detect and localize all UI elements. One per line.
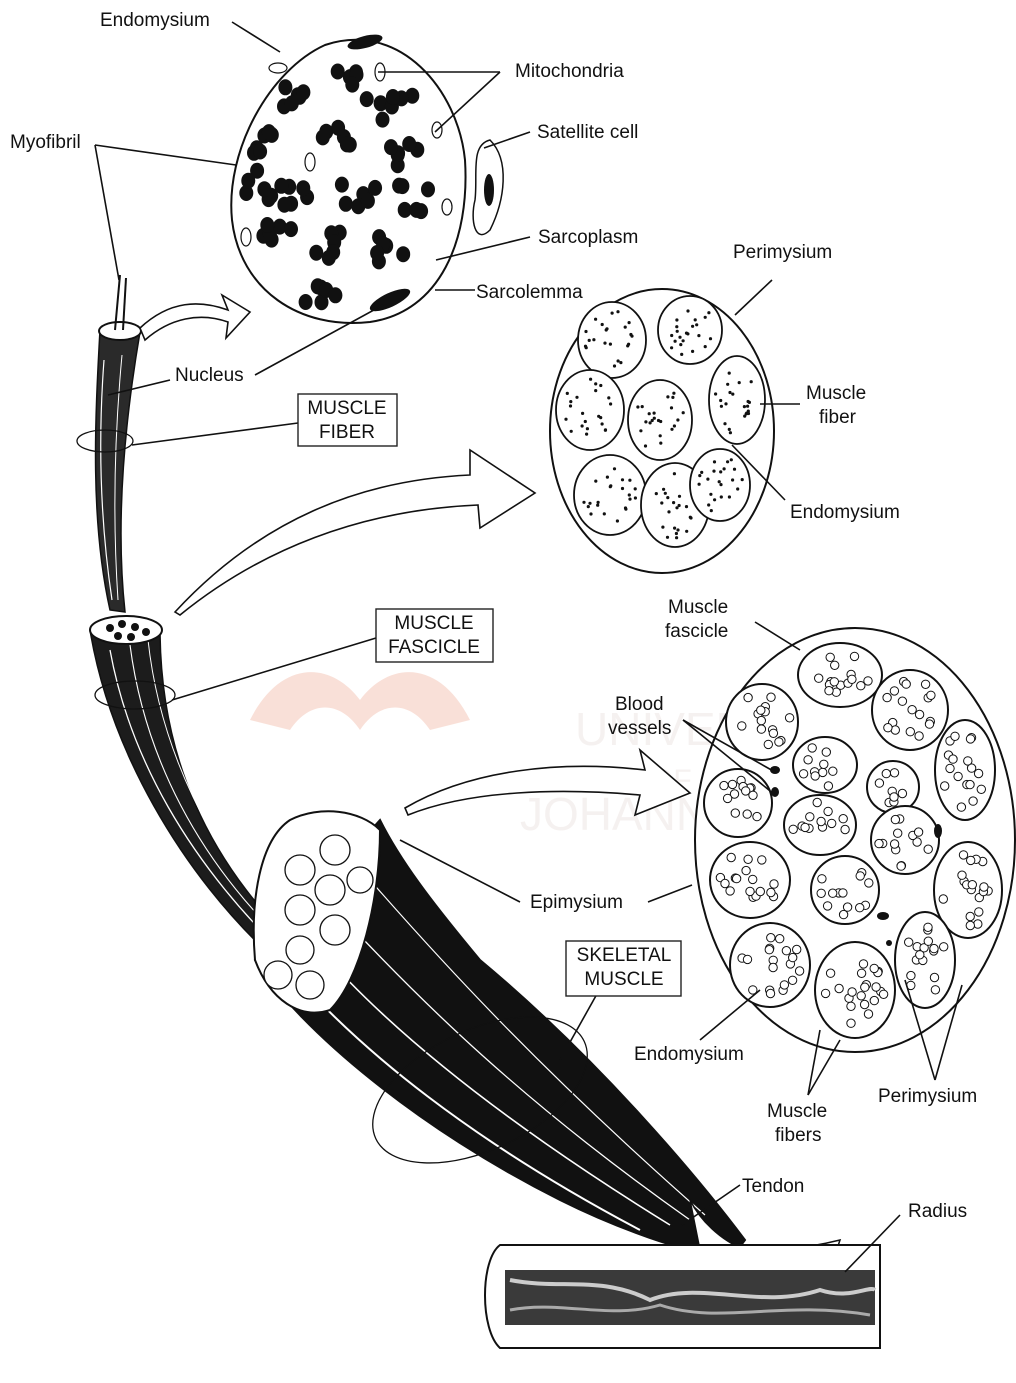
label-muscle-fiber-line1: Muscle (806, 383, 866, 404)
label-blood-vessels-line2: vessels (608, 718, 671, 739)
fascicle-end-section (90, 616, 162, 644)
muscle-fiber-cell (574, 455, 646, 535)
label-perimysium-top: Perimysium (733, 242, 832, 263)
myofibril-dot (409, 202, 423, 218)
label-radius: Radius (908, 1201, 967, 1222)
label-muscle-fibers-line1: Muscle (767, 1101, 827, 1122)
fascicle-cross-section (550, 289, 774, 573)
label-myofibril: Myofibril (10, 132, 81, 153)
label-muscle-fiber-line2: fiber (819, 407, 857, 428)
label-perimysium-bottom: Perimysium (878, 1086, 977, 1107)
boxed-muscle-fascicle-line2: FASCICLE (388, 637, 480, 658)
myofibril-dot (322, 250, 336, 266)
label-satellite-cell: Satellite cell (537, 122, 638, 143)
myofibril-dot (316, 129, 330, 145)
boxed-label-muscle-fiber: MUSCLE FIBER (298, 394, 397, 446)
boxed-muscle-fascicle-line1: MUSCLE (394, 613, 473, 634)
myofibril-dot (386, 89, 400, 105)
myofibril-dot (260, 217, 274, 233)
fiber-cross-section (231, 32, 503, 323)
label-endomysium-top: Endomysium (100, 10, 210, 31)
myofibril-dot (241, 173, 255, 189)
boxed-muscle-fiber-line2: FIBER (319, 422, 375, 443)
myofibril-dot (253, 144, 267, 160)
fiber-shaft (96, 330, 140, 612)
watermark-emblem (250, 672, 470, 730)
myofibril-dot (309, 245, 323, 261)
muscle-fiber-cell (658, 296, 722, 364)
myofibril-dot (402, 136, 416, 152)
myofibril-dot (284, 221, 298, 237)
myofibril-dot (331, 64, 345, 80)
myofibril-dot (299, 294, 313, 310)
label-endomysium-bottom: Endomysium (634, 1044, 744, 1065)
myofibril-dot (421, 181, 435, 197)
myofibril-dot (396, 246, 410, 262)
myofibril-dot (376, 112, 390, 128)
label-muscle-fibers-line2: fibers (775, 1125, 821, 1146)
myofibril-dot (361, 193, 375, 209)
myofibril-dot (278, 79, 292, 95)
label-nucleus: Nucleus (175, 365, 244, 386)
label-epimysium: Epimysium (530, 892, 623, 913)
label-muscle-fascicle-line2: fascicle (665, 621, 728, 642)
boxed-label-skeletal-muscle: SKELETAL MUSCLE (566, 941, 681, 996)
myofibril-dot (274, 178, 288, 194)
myofibril-dot (296, 84, 310, 100)
muscle-fiber-cell (709, 356, 765, 444)
arrow-to-fascicle-section (175, 450, 535, 615)
myofibril-dot (339, 196, 353, 212)
boxed-label-muscle-fascicle: MUSCLE FASCICLE (376, 609, 493, 662)
fiber-end-section (99, 322, 141, 340)
myofibril-dot (277, 197, 291, 213)
myofibril-dot (285, 95, 299, 111)
myofibril-dot (296, 180, 310, 196)
radius-bone (485, 1245, 880, 1348)
myofibril-dot (335, 177, 349, 193)
myofibril-dot (360, 91, 374, 107)
muscle-fiber-drawing (77, 275, 141, 612)
label-endomysium-mid: Endomysium (790, 502, 900, 523)
myofibril-dot (262, 124, 276, 140)
myofibril-dot (392, 178, 406, 194)
myofibril-dot (384, 139, 398, 155)
boxed-skeletal-muscle-line2: MUSCLE (584, 969, 663, 990)
myofibril-dot (345, 77, 359, 93)
boxed-muscle-fiber-line1: MUSCLE (307, 398, 386, 419)
label-muscle-fascicle-line1: Muscle (668, 597, 728, 618)
myofibril-dot (340, 136, 354, 152)
fascicle-cell (798, 643, 882, 707)
label-sarcolemma: Sarcolemma (476, 282, 583, 303)
label-blood-vessels-line1: Blood (615, 694, 664, 715)
muscle-cross-section (695, 628, 1015, 1052)
label-sarcoplasm: Sarcoplasm (538, 227, 638, 248)
myofibril-dot (370, 245, 384, 261)
label-mitochondria: Mitochondria (515, 61, 624, 82)
muscle-fiber-cell (556, 370, 624, 450)
arrow-to-fiber-section (140, 295, 250, 340)
myofibril-dot (331, 120, 345, 136)
myofibril-dot (257, 181, 271, 197)
boxed-skeletal-muscle-line1: SKELETAL (577, 945, 672, 966)
label-tendon: Tendon (742, 1176, 804, 1197)
myofibril-dot (328, 287, 342, 303)
